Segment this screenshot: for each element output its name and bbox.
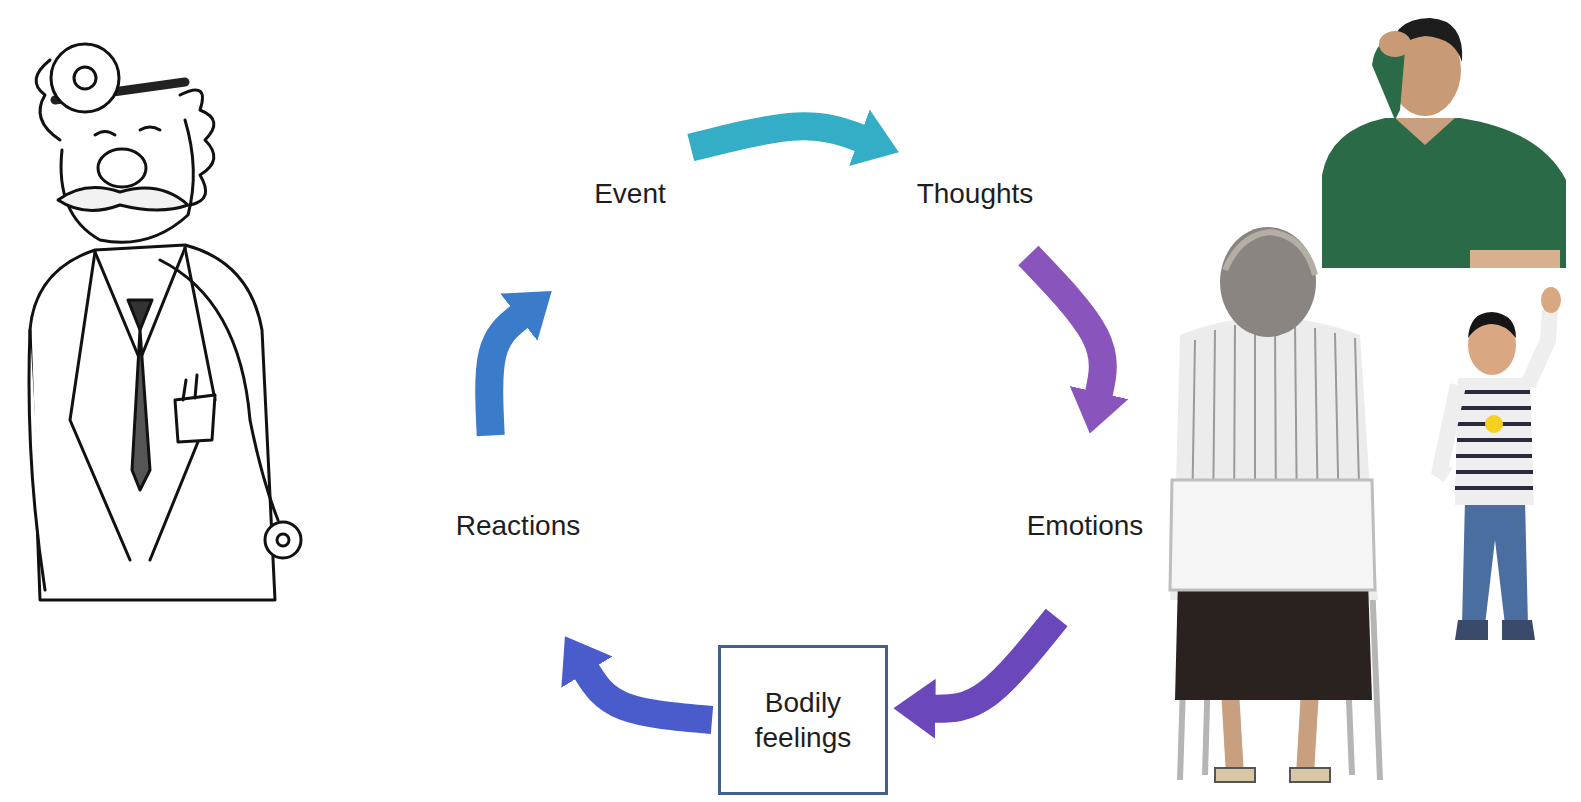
step-label: Bodily feelings (727, 685, 879, 755)
doctor-cartoon (29, 44, 301, 600)
cycle-arrow (934, 618, 1056, 709)
boy-raising-hand-photo (1440, 287, 1561, 640)
cycle-step: Thoughts (917, 176, 1034, 211)
cycle-arrow (586, 671, 712, 720)
cycle-arrow (691, 126, 860, 147)
step-label: Reactions (456, 508, 581, 543)
step-label: Event (594, 176, 666, 211)
cycle-step: Event (594, 176, 666, 211)
cycle-step: Emotions (1027, 508, 1144, 543)
cycle-arrow (1028, 256, 1102, 394)
cycle-step: Reactions (456, 508, 581, 543)
step-label: Emotions (1027, 508, 1144, 543)
seated-woman-photo (1170, 227, 1380, 782)
thinking-man-photo (1322, 18, 1566, 268)
highlighted-step-box: Bodily feelings (718, 645, 888, 795)
step-label: Thoughts (917, 176, 1034, 211)
cycle-arrow (489, 317, 519, 436)
